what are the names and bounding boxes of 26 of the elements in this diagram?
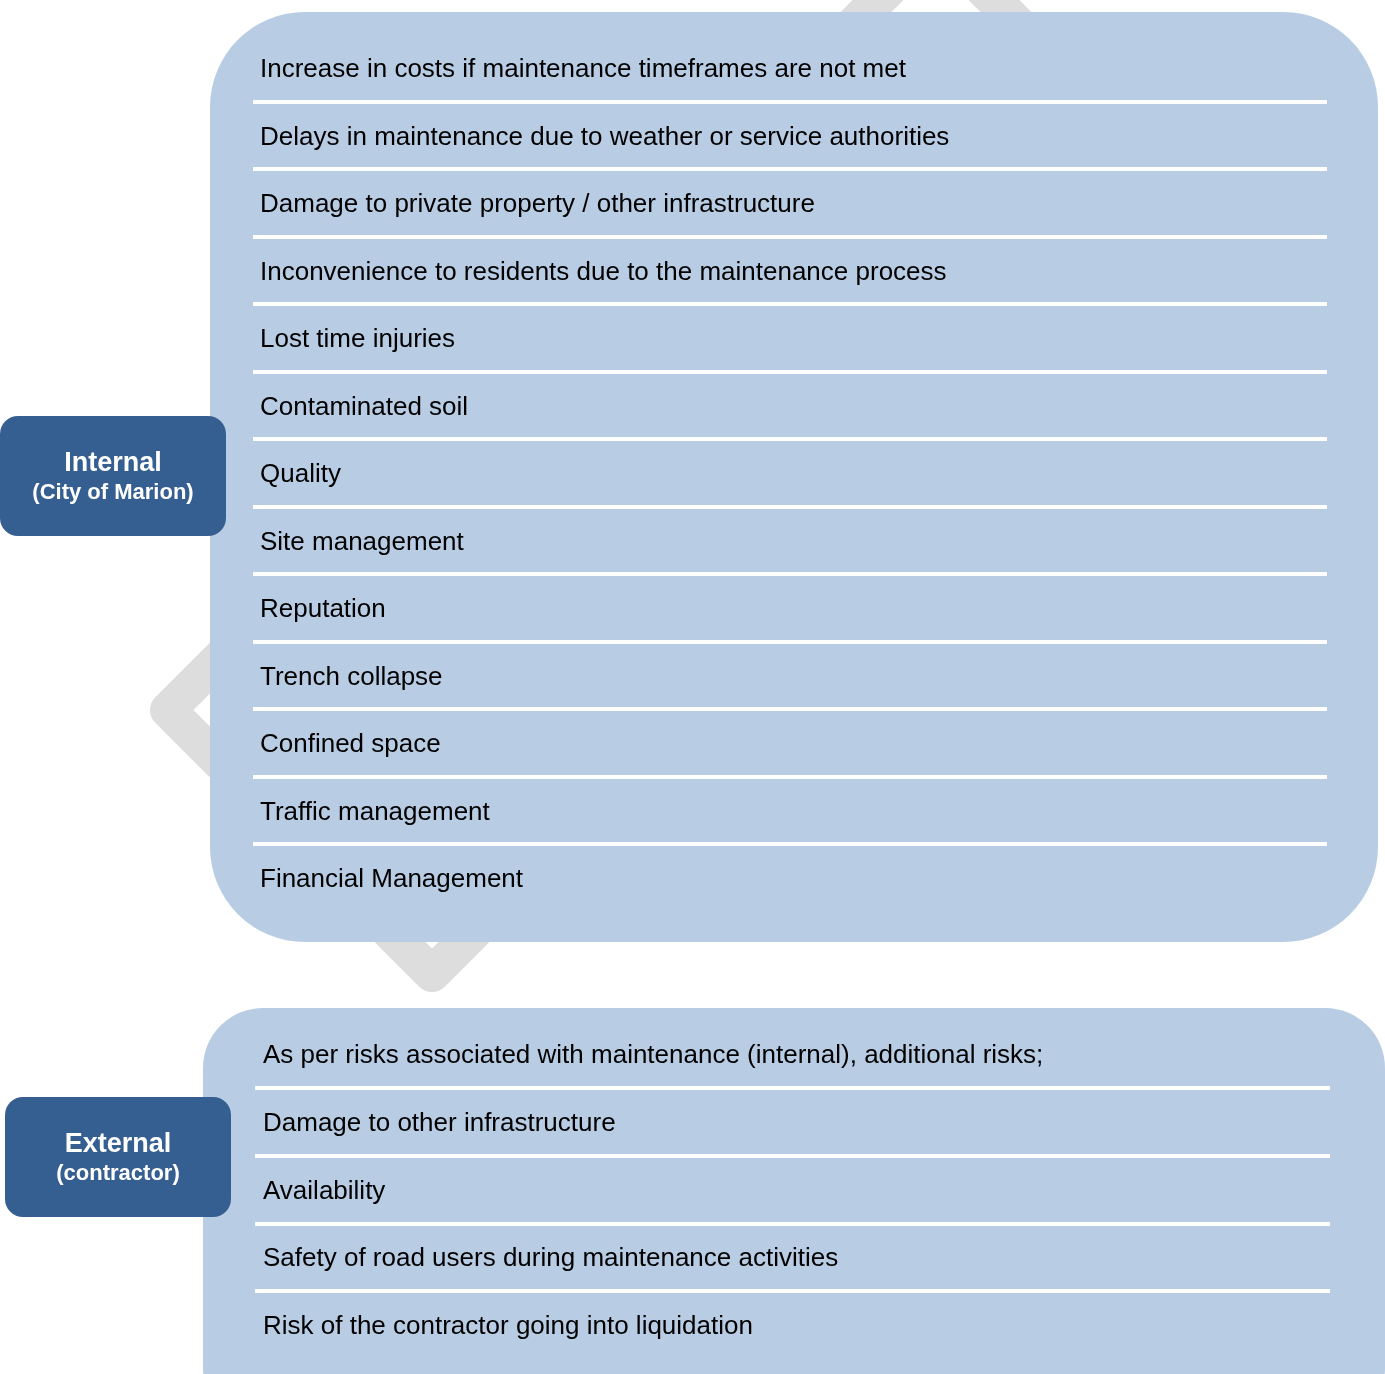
risk-item: Delays in maintenance due to weather or service authorities	[260, 120, 950, 151]
category-tag	[0, 416, 226, 536]
risk-item: Traffic management	[260, 795, 490, 826]
risk-list-panel	[203, 1008, 1385, 1374]
risk-item: Increase in costs if maintenance timeframes are not met	[260, 53, 906, 83]
category-title: Internal	[64, 446, 162, 478]
risk-item: Safety of road users during maintenance activities	[263, 1242, 839, 1273]
risk-item: Financial Management	[260, 863, 524, 893]
risk-item: Site management	[260, 525, 464, 556]
risk-item: Confined space	[260, 728, 441, 758]
risk-item: Damage to private property / other infrastructure	[260, 188, 815, 218]
risk-item: Availability	[263, 1174, 386, 1205]
risk-item: Lost time injuries	[260, 323, 456, 353]
risk-item: Risk of the contractor going into liquidation	[263, 1310, 753, 1341]
risk-item: Contaminated soil	[260, 390, 469, 421]
risk-list-panel	[210, 12, 1378, 942]
category-tag	[5, 1097, 231, 1217]
risk-item: Trench collapse	[260, 660, 443, 691]
category-title: External	[64, 1127, 172, 1159]
risk-item: Inconvenience to residents due to the maintenance process	[260, 255, 947, 286]
risk-item: As per risks associated with maintenance (internal), additional risks;	[263, 1039, 1044, 1069]
category-subtitle: (contractor)	[56, 1159, 180, 1187]
risk-item: Damage to other infrastructure	[263, 1106, 616, 1137]
risk-item: Reputation	[260, 593, 386, 623]
category-subtitle: (City of Marion)	[32, 478, 194, 506]
risk-item: Quality	[260, 458, 341, 488]
